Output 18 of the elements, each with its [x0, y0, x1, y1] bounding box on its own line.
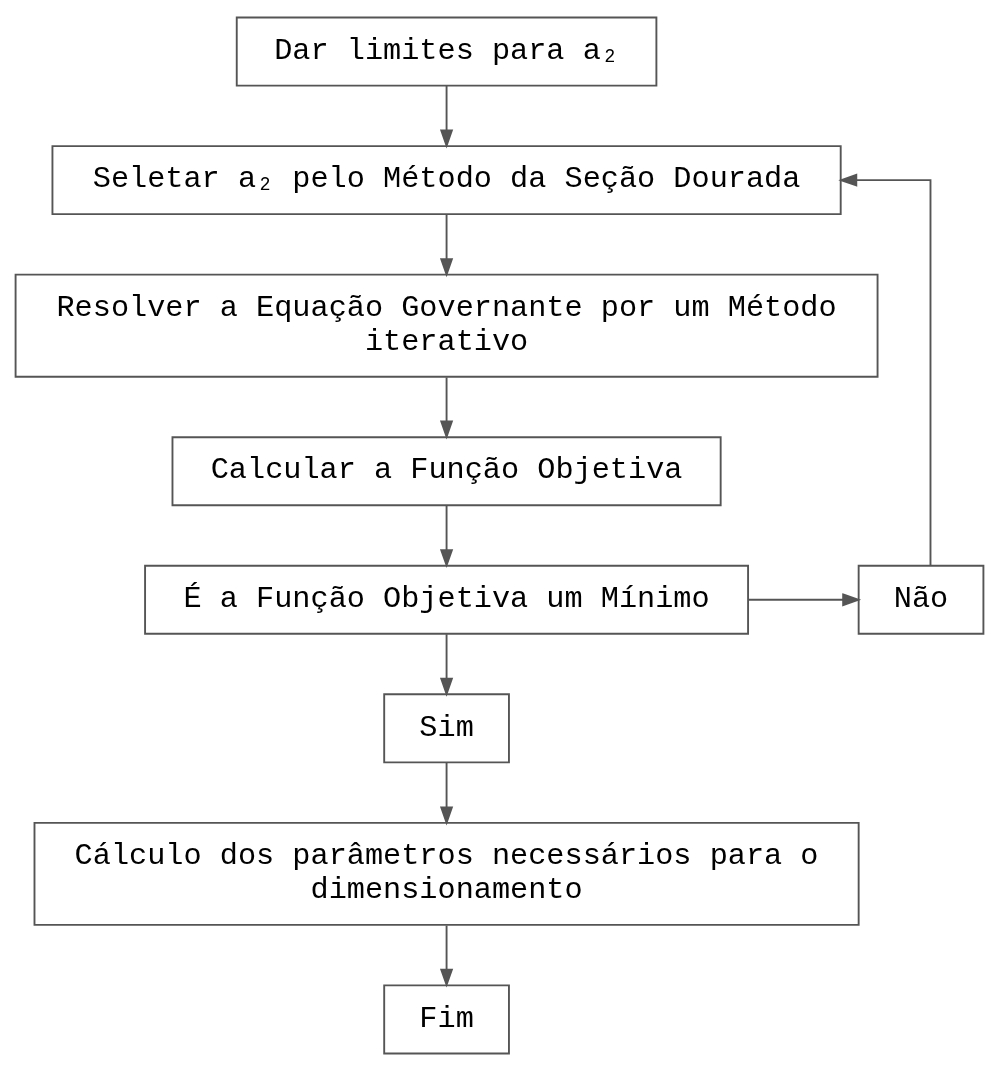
arrow — [747, 592, 862, 606]
node-box: Seletar a₂ pelo Método da Seção Dourada — [51, 144, 842, 215]
node-box: Fim — [383, 983, 510, 1054]
node-box: Sim — [383, 692, 510, 763]
node-box: Dar limites para a₂ — [235, 16, 658, 87]
arrow — [439, 924, 454, 988]
arrow — [439, 375, 454, 439]
arrow — [439, 84, 454, 148]
arrow — [439, 761, 454, 825]
node-box: Cálculo dos parâmetros necessários para o dimensionamento — [33, 821, 860, 926]
node-box: É a Função Objetiva um Mínimo — [144, 564, 749, 635]
arrow — [439, 632, 454, 697]
node-box: Resolver a Equação Governante por um Método iterativo — [14, 273, 879, 378]
node-box: Calcular a Função Objetiva — [171, 435, 722, 506]
arrow — [439, 213, 454, 277]
arrow — [838, 173, 932, 566]
node-box: Não — [857, 564, 985, 635]
arrow — [439, 504, 454, 568]
